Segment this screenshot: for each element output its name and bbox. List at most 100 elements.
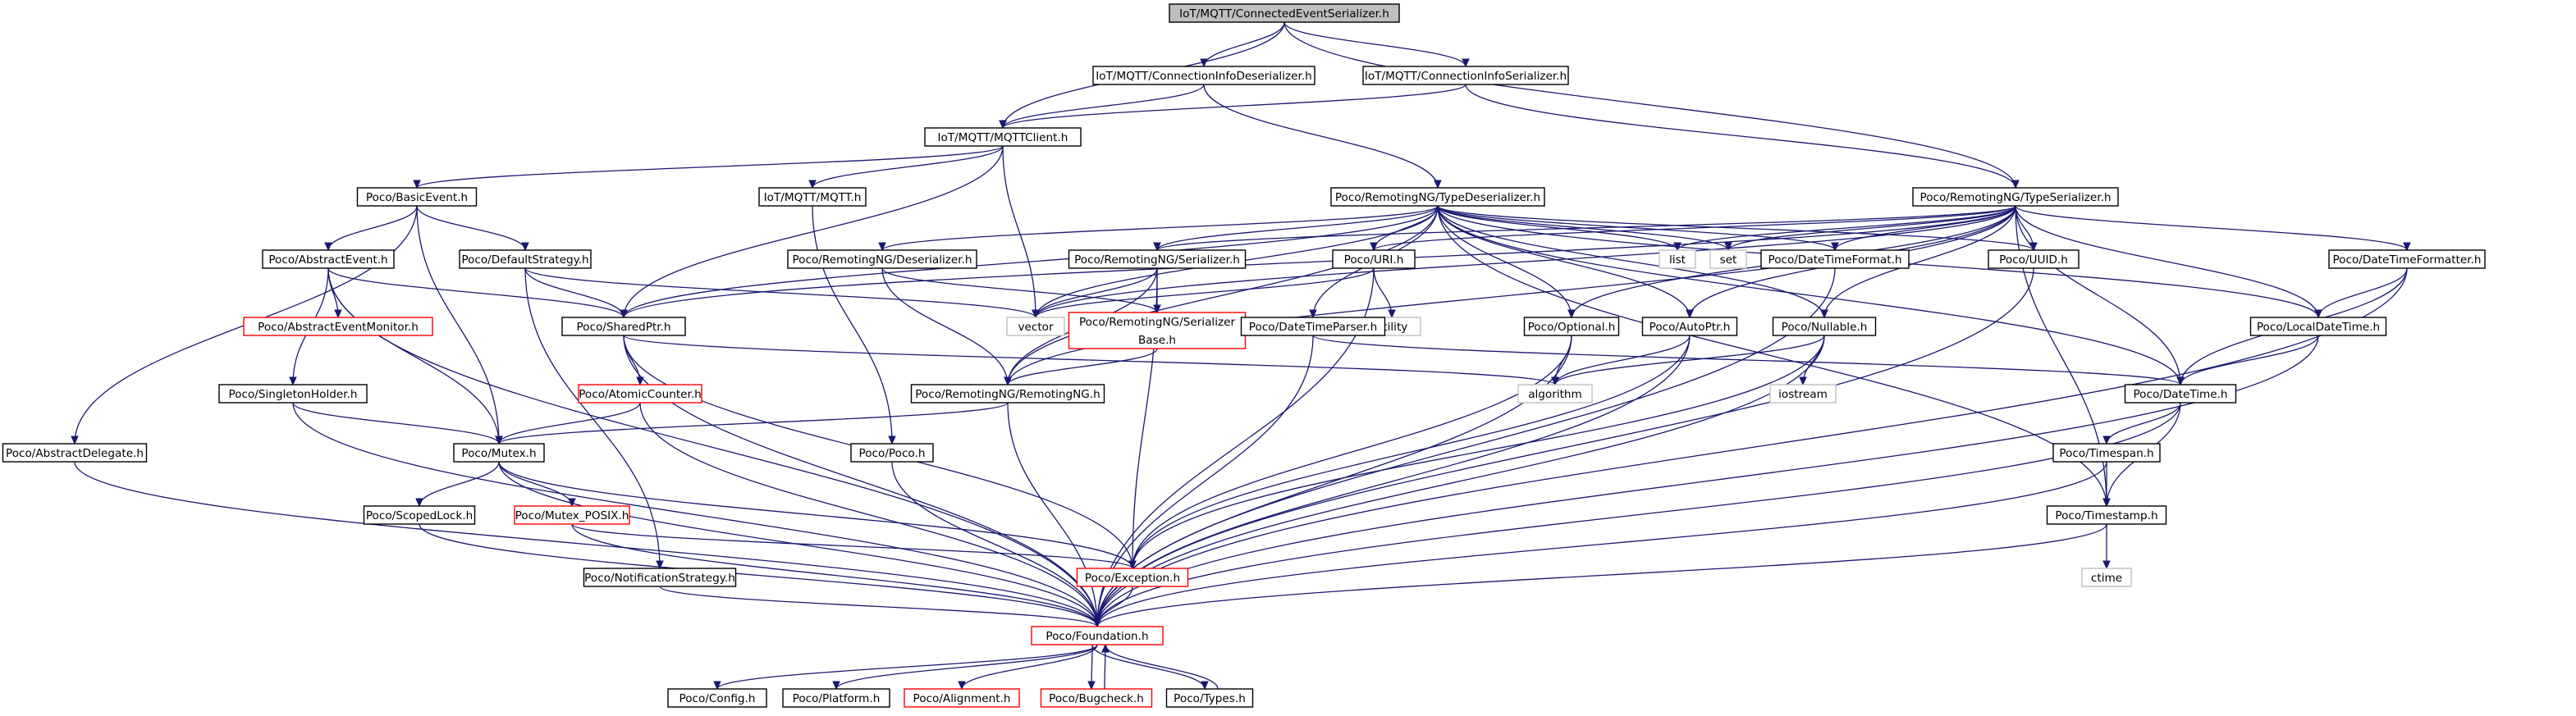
edge-singleton-to-mutex bbox=[292, 402, 503, 445]
node-box bbox=[1006, 317, 1065, 336]
node-singleton[interactable]: Poco/SingletonHolder.h bbox=[218, 384, 368, 404]
edge-line bbox=[1007, 205, 1439, 385]
node-box bbox=[262, 249, 395, 269]
edge-line bbox=[623, 205, 2016, 318]
arrowhead bbox=[1309, 309, 1317, 319]
edge-line bbox=[623, 205, 1439, 318]
node-typeser[interactable]: Poco/RemotingNG/TypeSerializer.h bbox=[1912, 187, 2119, 207]
edge-nullable-to-foundation bbox=[1093, 335, 1825, 628]
node-serbase_b[interactable]: Base.h bbox=[1138, 334, 1176, 347]
node-cis[interactable]: IoT/MQTT/ConnectionInfoSerializer.h bbox=[1362, 66, 1569, 85]
edge-typedeser-to-rngdeser bbox=[878, 205, 1439, 252]
edge-scopedlock-to-foundation bbox=[419, 523, 1101, 628]
edge-line bbox=[524, 267, 1036, 318]
edge-remotingng-to-mutex bbox=[495, 402, 1009, 445]
edge-optional-to-exception bbox=[1128, 335, 1572, 570]
edge-mqttclient-to-mqtth bbox=[808, 145, 1004, 189]
node-atomic[interactable]: Poco/AtomicCounter.h bbox=[578, 384, 702, 404]
edge-line bbox=[327, 205, 418, 251]
node-mqttclient[interactable]: IoT/MQTT/MQTTClient.h bbox=[924, 127, 1082, 147]
arrowhead bbox=[2102, 560, 2111, 570]
edge-line bbox=[1312, 335, 2181, 385]
node-foundation[interactable]: Poco/Foundation.h bbox=[1031, 626, 1164, 645]
arrowhead bbox=[1724, 242, 1732, 252]
node-typedeser[interactable]: Poco/RemotingNG/TypeDeserializer.h bbox=[1330, 187, 1545, 207]
arrowhead bbox=[324, 242, 332, 252]
node-rngdeser[interactable]: Poco/RemotingNG/Deserializer.h bbox=[787, 249, 977, 269]
node-box bbox=[1169, 3, 1400, 23]
node-platform[interactable]: Poco/Platform.h bbox=[782, 688, 890, 708]
node-exception[interactable]: Poco/Exception.h bbox=[1076, 568, 1189, 587]
node-iostream: iostream bbox=[1769, 384, 1837, 404]
node-mqtth[interactable]: IoT/MQTT/MQTT.h bbox=[758, 187, 867, 207]
edge-line bbox=[327, 267, 625, 318]
node-root[interactable]: IoT/MQTT/ConnectedEventSerializer.h bbox=[1169, 3, 1400, 23]
edge-line bbox=[1007, 402, 1098, 627]
edge-line bbox=[498, 461, 1133, 569]
edge-line bbox=[1283, 21, 2016, 189]
node-box bbox=[2046, 505, 2167, 525]
arrowhead bbox=[1551, 376, 1559, 386]
node-mutex[interactable]: Poco/Mutex.h bbox=[453, 443, 545, 463]
edge-dtparser-to-datetime bbox=[1312, 335, 2185, 386]
node-bugcheck[interactable]: Poco/Bugcheck.h bbox=[1040, 688, 1153, 708]
node-label: Poco/ScopedLock.h bbox=[366, 509, 473, 522]
edge-datetime-to-timespan bbox=[2102, 402, 2181, 445]
node-box bbox=[1332, 249, 1416, 269]
node-rngser[interactable]: Poco/RemotingNG/Serializer.h bbox=[1068, 249, 1247, 269]
node-datetime[interactable]: Poco/DateTime.h bbox=[2124, 384, 2237, 404]
node-uri[interactable]: Poco/URI.h bbox=[1332, 249, 1416, 269]
edge-line bbox=[623, 145, 1004, 318]
edge-mqttclient-to-basicevent bbox=[413, 145, 1004, 189]
node-label: iostream bbox=[1778, 388, 1828, 401]
node-localdt[interactable]: Poco/LocalDateTime.h bbox=[2249, 317, 2387, 336]
node-mutexposix[interactable]: Poco/Mutex_POSIX.h bbox=[514, 505, 630, 525]
node-pocoh[interactable]: Poco/Poco.h bbox=[850, 443, 934, 463]
edge-mutex-to-scopedlock bbox=[415, 461, 500, 508]
node-label: Poco/RemotingNG/RemotingNG.h bbox=[915, 388, 1100, 401]
node-box bbox=[514, 505, 630, 525]
node-box bbox=[1772, 317, 1877, 336]
node-dtformatter[interactable]: Poco/DateTimeFormatter.h bbox=[2328, 249, 2486, 269]
node-abstractevent[interactable]: Poco/AbstractEvent.h bbox=[262, 249, 395, 269]
node-abstractdelegate[interactable]: Poco/AbstractDelegate.h bbox=[2, 443, 148, 463]
node-cid[interactable]: IoT/MQTT/ConnectionInfoDeserializer.h bbox=[1092, 66, 1315, 85]
node-box bbox=[1641, 317, 1738, 336]
node-config[interactable]: Poco/Config.h bbox=[667, 688, 767, 708]
node-basicevent[interactable]: Poco/BasicEvent.h bbox=[356, 187, 478, 207]
edge-line bbox=[1132, 335, 1825, 569]
node-scopedlock[interactable]: Poco/ScopedLock.h bbox=[363, 505, 476, 525]
edge-line bbox=[2015, 205, 2319, 318]
node-aemonitor[interactable]: Poco/AbstractEventMonitor.h bbox=[243, 317, 433, 336]
node-autoptr[interactable]: Poco/AutoPtr.h bbox=[1641, 317, 1738, 336]
node-sharedptr[interactable]: Poco/SharedPtr.h bbox=[561, 317, 686, 336]
node-vector: vector bbox=[1006, 317, 1065, 336]
node-defaultstrategy[interactable]: Poco/DefaultStrategy.h bbox=[459, 249, 592, 269]
node-dtformat[interactable]: Poco/DateTimeFormat.h bbox=[1760, 249, 1910, 269]
node-timestamp[interactable]: Poco/Timestamp.h bbox=[2046, 505, 2167, 525]
node-box bbox=[1709, 249, 1747, 269]
node-label: Poco/Timespan.h bbox=[2059, 447, 2153, 460]
node-label: IoT/MQTT/MQTTClient.h bbox=[938, 131, 1068, 144]
edge-line bbox=[623, 335, 1556, 385]
node-dtparser[interactable]: Poco/DateTimeParser.h bbox=[1240, 317, 1386, 336]
arrowhead bbox=[1093, 618, 1101, 628]
arrowhead bbox=[1087, 681, 1096, 691]
node-uuid[interactable]: Poco/UUID.h bbox=[1988, 249, 2080, 269]
node-timespan[interactable]: Poco/Timespan.h bbox=[2052, 443, 2161, 463]
edge-line bbox=[881, 267, 1158, 313]
node-remotingng[interactable]: Poco/RemotingNG/RemotingNG.h bbox=[910, 384, 1105, 404]
node-label: IoT/MQTT/ConnectionInfoSerializer.h bbox=[1365, 70, 1567, 83]
node-notification[interactable]: Poco/NotificationStrategy.h bbox=[583, 568, 737, 587]
node-alignment[interactable]: Poco/Alignment.h bbox=[904, 688, 1020, 708]
node-box bbox=[2124, 384, 2237, 404]
arrowhead bbox=[999, 120, 1007, 130]
arrowhead bbox=[2176, 376, 2185, 386]
arrowhead bbox=[1128, 560, 1137, 570]
node-box bbox=[459, 249, 592, 269]
edge-autoptr-to-algorithm bbox=[1551, 335, 1691, 386]
node-optional[interactable]: Poco/Optional.h bbox=[1523, 317, 1620, 336]
node-nullable[interactable]: Poco/Nullable.h bbox=[1772, 317, 1877, 336]
node-types[interactable]: Poco/Types.h bbox=[1165, 688, 1254, 708]
edge-line bbox=[1437, 205, 1691, 318]
